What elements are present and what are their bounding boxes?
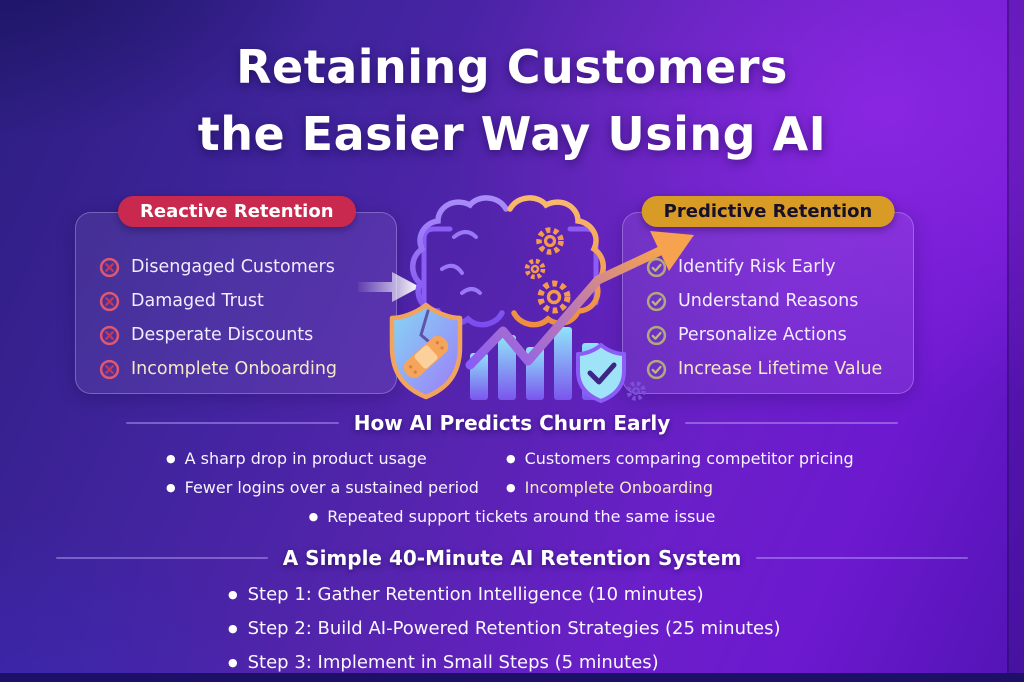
predictive-retention-list: Identify Risk Early Understand Reasons P… [623, 213, 913, 386]
list-item: ● Repeated support tickets around the sa… [0, 502, 1024, 531]
right-edge-shading [1007, 0, 1024, 682]
divider-line [756, 557, 969, 559]
list-item: Increase Lifetime Value [646, 352, 913, 386]
x-circle-icon [99, 291, 120, 311]
list-item: ● Step 3: Implement in Small Steps (5 mi… [228, 645, 1024, 679]
x-circle-icon [99, 325, 120, 345]
retention-system-section: A Simple 40-Minute AI Retention System ●… [0, 543, 1024, 679]
shield-check-icon [576, 343, 626, 403]
shield-bandaid-icon [389, 302, 463, 400]
check-circle-icon [646, 325, 667, 345]
step-label: Step 3: Implement in Small Steps (5 minu… [247, 651, 659, 673]
list-item: ● Step 2: Build AI-Powered Retention Str… [228, 611, 1024, 645]
list-item: ● Step 1: Gather Retention Intelligence … [228, 577, 1024, 611]
churn-bullet-list: ● A sharp drop in product usage ● Custom… [0, 444, 1024, 531]
steps-list: ● Step 1: Gather Retention Intelligence … [0, 577, 1024, 679]
list-item: Disengaged Customers [99, 250, 396, 284]
retention-system-header: A Simple 40-Minute AI Retention System [0, 543, 1024, 573]
bullet-icon: ● [308, 510, 319, 523]
list-item: Damaged Trust [99, 284, 396, 318]
list-item: ● A sharp drop in product usage [166, 444, 427, 473]
gear-icon [626, 381, 646, 401]
list-item-label: Incomplete Onboarding [131, 359, 338, 379]
step-label: Step 1: Gather Retention Intelligence (1… [247, 583, 704, 605]
check-circle-icon [646, 359, 667, 379]
list-item: Desperate Discounts [99, 318, 396, 352]
list-item-label: Disengaged Customers [131, 257, 335, 277]
list-item-label: Understand Reasons [678, 291, 859, 311]
churn-section-header: How AI Predicts Churn Early [0, 408, 1024, 438]
gear-icon [524, 227, 571, 314]
reactive-retention-panel: Reactive Retention Disengaged Customers … [75, 196, 397, 394]
list-item-label: Incomplete Onboarding [524, 478, 713, 497]
page-title-line2: the Easier Way Using AI [197, 107, 827, 161]
bullet-icon: ● [166, 481, 176, 494]
list-item-label: Increase Lifetime Value [678, 359, 883, 379]
list-item: ● Fewer logins over a sustained period [166, 473, 479, 502]
list-item-label: Damaged Trust [131, 291, 264, 311]
list-item-label: Repeated support tickets around the same… [327, 507, 716, 526]
divider-line [126, 422, 339, 424]
list-item-label: A sharp drop in product usage [184, 449, 427, 468]
divider-line [56, 557, 268, 559]
churn-row: ● A sharp drop in product usage ● Custom… [0, 444, 1024, 473]
predictive-retention-badge: Predictive Retention [641, 196, 895, 227]
check-circle-icon [646, 291, 667, 311]
list-item: ● Incomplete Onboarding [506, 473, 713, 502]
list-item-label: Desperate Discounts [131, 325, 314, 345]
bullet-icon: ● [228, 587, 238, 601]
reactive-retention-list: Disengaged Customers Damaged Trust Despe… [76, 213, 396, 386]
bullet-icon: ● [228, 655, 238, 669]
bottom-edge-bar [0, 673, 1024, 682]
step-label: Step 2: Build AI-Powered Retention Strat… [247, 617, 781, 639]
page-title: Retaining Customers the Easier Way Using… [0, 34, 1024, 168]
list-item-label: Personalize Actions [678, 325, 847, 345]
bullet-icon: ● [506, 452, 516, 465]
divider-line [685, 422, 899, 424]
list-item: Incomplete Onboarding [99, 352, 396, 386]
list-item-label: Customers comparing competitor pricing [524, 449, 854, 468]
list-item: ● Customers comparing competitor pricing [506, 444, 854, 473]
churn-row: ● Fewer logins over a sustained period ●… [0, 473, 1024, 502]
churn-section-title: How AI Predicts Churn Early [353, 411, 671, 435]
retention-system-title: A Simple 40-Minute AI Retention System [282, 546, 742, 570]
arrow-right-icon [358, 272, 420, 302]
x-circle-icon [99, 257, 120, 277]
check-circle-icon [646, 257, 667, 277]
bullet-icon: ● [506, 481, 516, 494]
growth-chart-icon [465, 231, 694, 400]
page-title-line1: Retaining Customers [236, 40, 788, 94]
bullet-icon: ● [166, 452, 176, 465]
list-item: Understand Reasons [646, 284, 913, 318]
list-item: Personalize Actions [646, 318, 913, 352]
list-item-label: Identify Risk Early [678, 257, 836, 277]
list-item: Identify Risk Early [646, 250, 913, 284]
reactive-retention-badge: Reactive Retention [118, 196, 356, 227]
x-circle-icon [99, 359, 120, 379]
brain-icon [410, 195, 606, 328]
churn-section: How AI Predicts Churn Early ● A sharp dr… [0, 408, 1024, 531]
bullet-icon: ● [228, 621, 238, 635]
ai-brain-shield-chart-illustration [358, 195, 694, 403]
list-item-label: Fewer logins over a sustained period [184, 478, 479, 497]
